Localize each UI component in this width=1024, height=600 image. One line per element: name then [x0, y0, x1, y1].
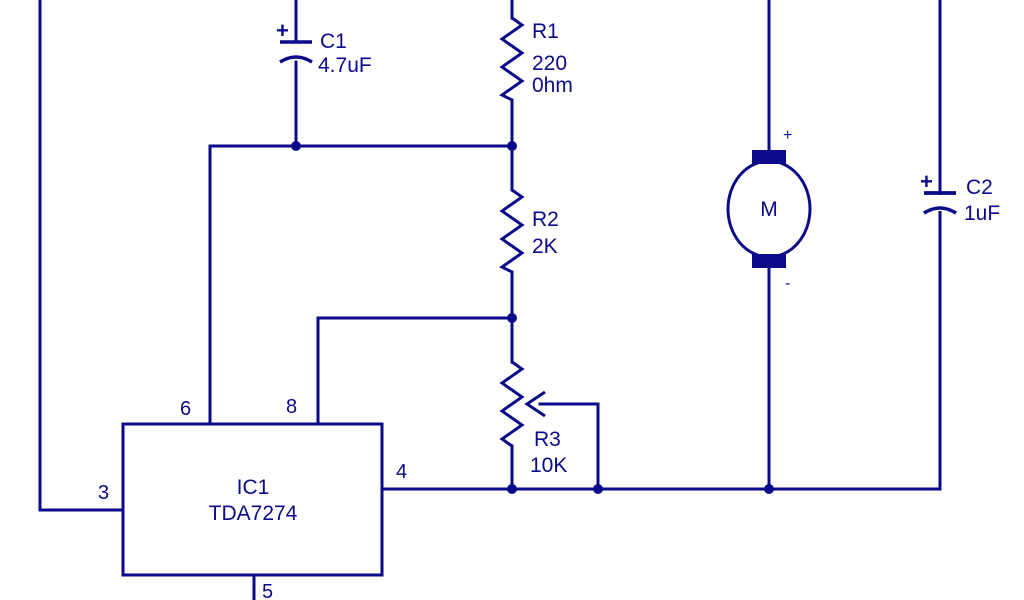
c2-value: 1uF — [964, 202, 1000, 225]
junction-r2-r3 — [507, 313, 517, 323]
r1-zigzag — [499, 16, 525, 102]
ic1-part: TDA7274 — [209, 502, 298, 525]
pin-5-label: 5 — [262, 581, 273, 600]
capacitor-c1: + C1 4.7uF — [276, 18, 372, 77]
motor-minus: - — [785, 275, 790, 292]
wires — [38, 0, 942, 600]
r2-zigzag — [499, 188, 525, 274]
wire-r3-wiper — [538, 402, 600, 491]
r3-ref: R3 — [534, 428, 561, 451]
r3-zigzag — [499, 360, 525, 448]
c1-ref: C1 — [320, 30, 347, 53]
c2-gap — [926, 195, 954, 211]
motor-terminal-bottom — [752, 254, 786, 268]
junction-c1 — [291, 141, 301, 151]
pin-8-label: 8 — [286, 396, 297, 418]
motor-plus: + — [783, 127, 792, 144]
c1-plate-bottom — [279, 55, 313, 64]
c2-plate-bottom-redraw — [923, 206, 957, 215]
junction-r1-r2 — [507, 141, 517, 151]
junction-motor-bus — [764, 484, 774, 494]
ic1-ref: IC1 — [237, 476, 270, 499]
wire-pin6-node — [208, 144, 514, 426]
wire-pin3-left — [38, 0, 125, 512]
r3-wiper-arrow — [524, 390, 546, 418]
junction-r3-bus — [507, 484, 517, 494]
junctions — [291, 141, 774, 494]
resistor-r1: R1 220 0hm — [499, 16, 573, 102]
motor-terminal-top — [752, 150, 786, 164]
ic1-body — [121, 422, 384, 577]
motor: M + - — [726, 127, 812, 292]
c2-polarity: + — [920, 169, 933, 194]
pin-6-label: 6 — [180, 398, 191, 420]
capacitor-c2: + C2 1uF — [920, 169, 1000, 225]
r1-value-line1: 220 — [532, 52, 567, 75]
r1-ref: R1 — [532, 20, 559, 43]
c1-polarity: + — [276, 18, 289, 43]
ic1: IC1 TDA7274 3 4 5 6 8 — [98, 396, 407, 600]
r2-ref: R2 — [532, 208, 559, 231]
wire-bottom-bus — [380, 0, 942, 491]
pin-4-label: 4 — [396, 461, 407, 483]
resistor-r2: R2 2K — [499, 188, 559, 274]
motor-label: M — [760, 198, 778, 221]
pin-3-label: 3 — [98, 482, 109, 504]
r2-value: 2K — [532, 235, 558, 258]
junction-wiper-bus — [593, 484, 603, 494]
wire-pin8-node — [316, 316, 514, 426]
r1-value-line2: 0hm — [532, 74, 573, 97]
r3-value: 10K — [530, 454, 567, 477]
potentiometer-r3: R3 10K — [499, 360, 567, 477]
c1-value: 4.7uF — [318, 54, 372, 77]
c2-ref: C2 — [966, 176, 993, 199]
